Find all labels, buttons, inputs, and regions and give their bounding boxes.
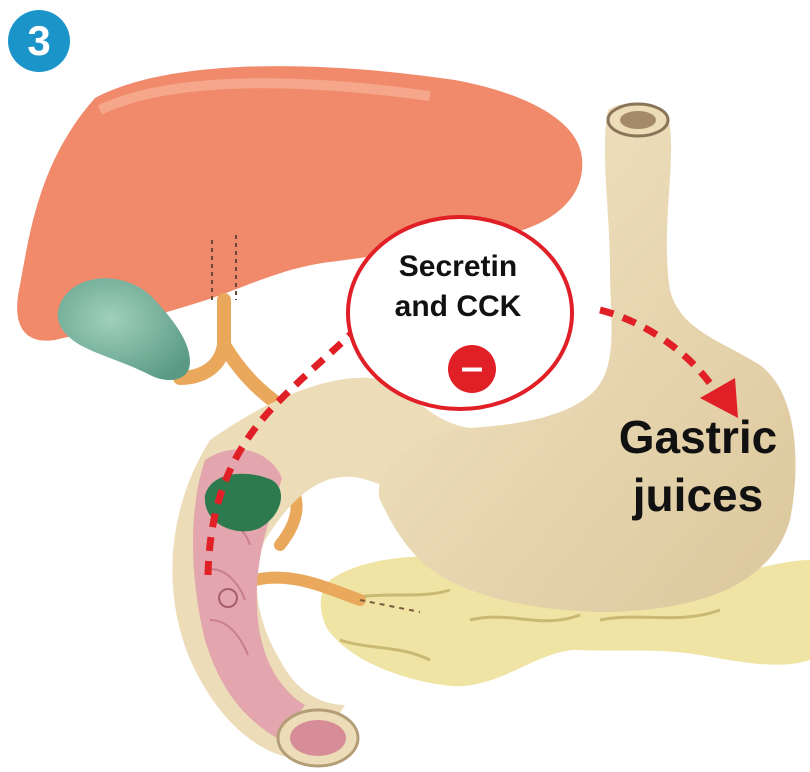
hormone-label-line2: and CCK — [358, 287, 558, 327]
target-label: Gastric juices — [598, 408, 798, 524]
inhibition-sign: – — [461, 347, 483, 387]
hormone-label-line1: Secretin — [358, 247, 558, 287]
target-label-line1: Gastric — [598, 408, 798, 466]
step-number-badge: 3 — [8, 10, 70, 72]
hormone-label: Secretin and CCK — [358, 247, 558, 327]
minus-circle-icon: – — [448, 345, 496, 393]
target-label-line2: juices — [598, 466, 798, 524]
bile-duct — [180, 300, 290, 412]
